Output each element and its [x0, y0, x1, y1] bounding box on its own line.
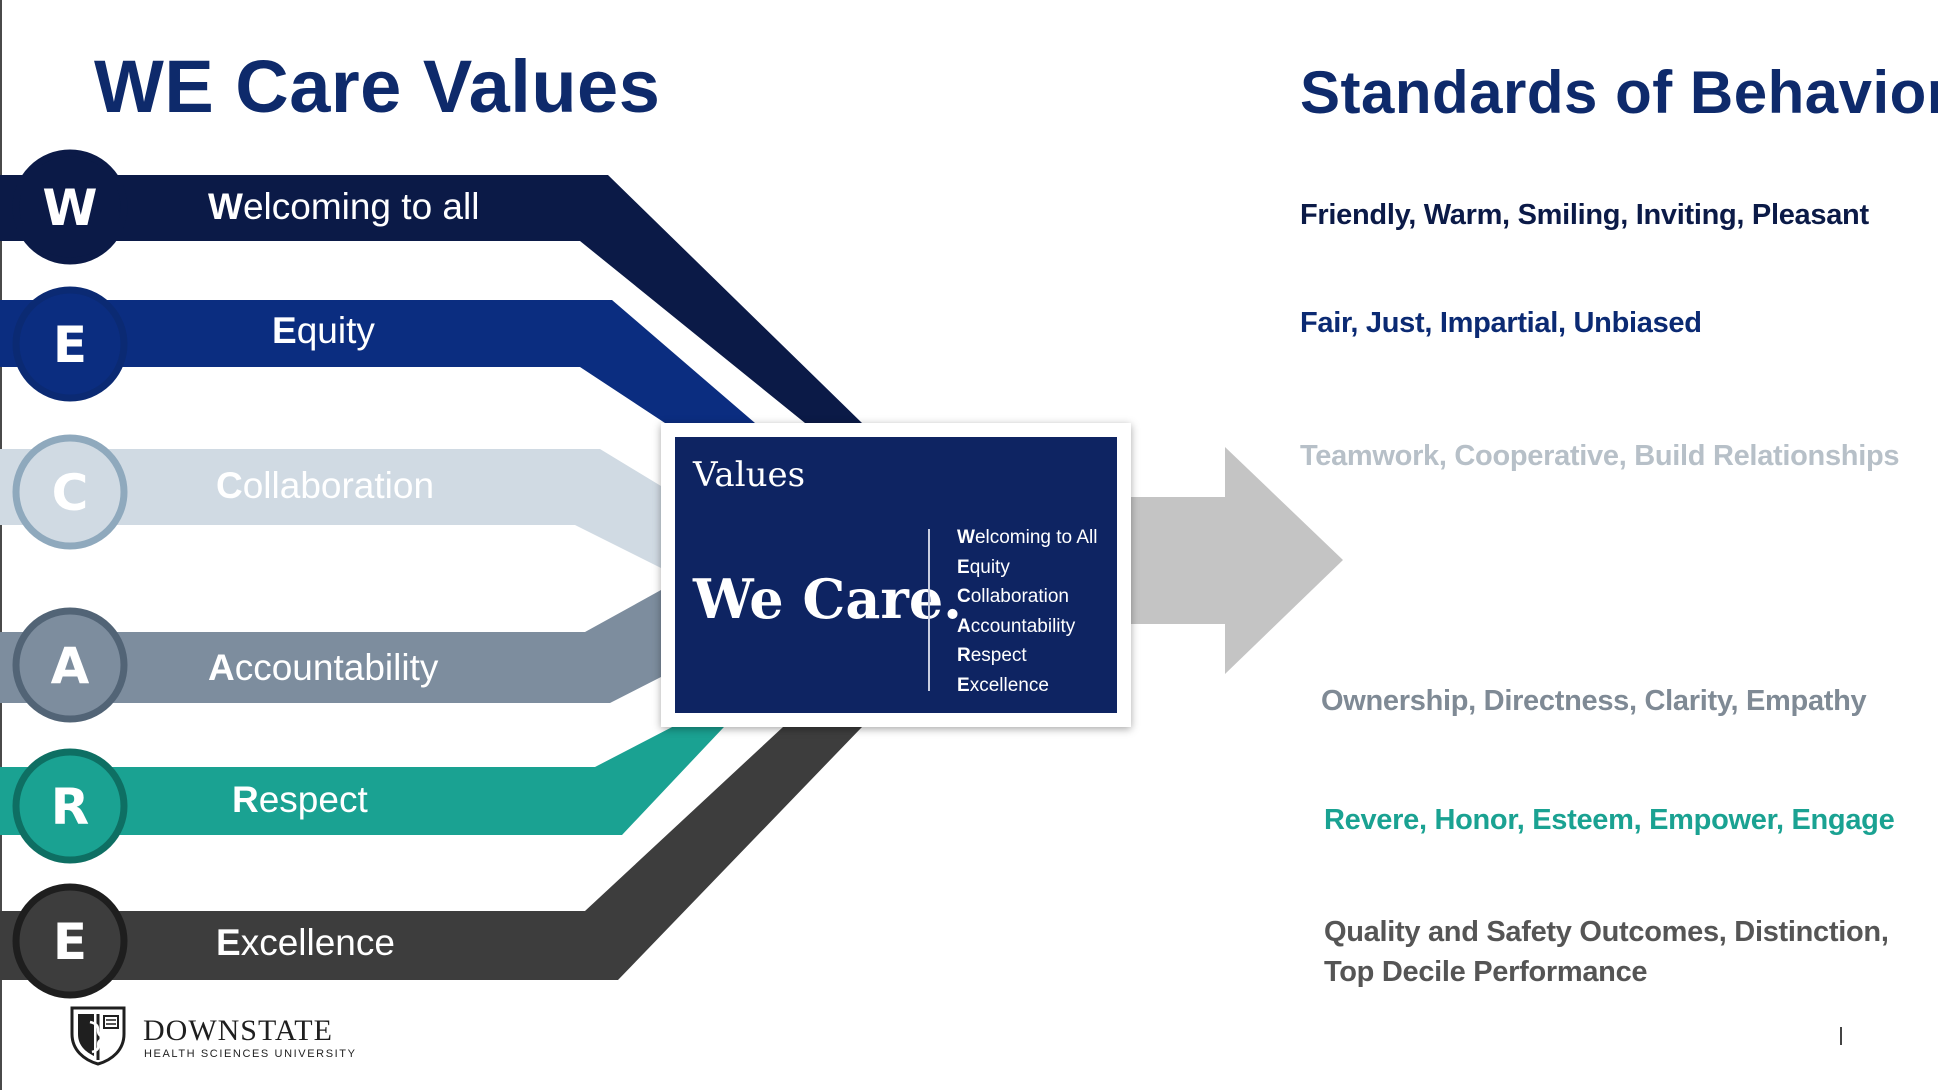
behavior-2: Fair, Just, Impartial, Unbiased — [1300, 303, 1702, 343]
card-title: Values — [693, 455, 806, 495]
card-item-2: Equity — [957, 556, 1010, 578]
value-badge-5: R — [12, 748, 128, 864]
value-label-5: Respect — [232, 779, 368, 820]
behavior-1-line-1: Friendly, Warm, Smiling, Inviting, Pleas… — [1300, 199, 1869, 231]
behavior-5: Revere, Honor, Esteem, Empower, Engage — [1324, 800, 1895, 840]
behavior-1: Friendly, Warm, Smiling, Inviting, Pleas… — [1300, 195, 1869, 235]
value-badge-letter-2: E — [53, 316, 87, 374]
value-badge-letter-3: C — [52, 464, 89, 522]
logo-subtitle: HEALTH SCIENCES UNIVERSITY — [144, 1048, 357, 1060]
value-label-6: Excellence — [216, 922, 395, 963]
value-ribbon-2 — [0, 300, 755, 423]
card-item-6: Excellence — [957, 674, 1049, 696]
behavior-6-line-2: Top Decile Performance — [1324, 956, 1648, 988]
behavior-3-line-1: Teamwork, Cooperative, Build Relationshi… — [1300, 440, 1900, 472]
value-badge-3: C — [12, 434, 128, 550]
behavior-3: Teamwork, Cooperative, Build Relationshi… — [1300, 436, 1900, 476]
value-ribbon-3 — [0, 449, 661, 568]
value-label-3: Collaboration — [216, 465, 434, 506]
slide-marker — [1840, 1027, 1842, 1045]
value-badge-2: E — [12, 286, 128, 402]
behavior-4-line-1: Ownership, Directness, Clarity, Empathy — [1321, 685, 1867, 717]
output-arrow — [1130, 447, 1343, 674]
value-ribbon-6 — [0, 727, 862, 980]
value-ribbon-1 — [0, 175, 862, 423]
behavior-5-line-1: Revere, Honor, Esteem, Empower, Engage — [1324, 804, 1895, 836]
standards-title: Standards of Behavior — [1300, 59, 1938, 126]
value-badge-6: E — [12, 883, 128, 999]
card-item-3: Collaboration — [957, 586, 1069, 608]
slide-title: WE Care Values — [94, 45, 661, 128]
value-label-4: Accountability — [208, 647, 439, 688]
value-badge-letter-4: A — [51, 637, 90, 695]
card-item-1: Welcoming to All — [957, 527, 1098, 548]
card-tagline: We Care. — [693, 567, 962, 631]
behavior-6-line-1: Quality and Safety Outcomes, Distinction… — [1324, 916, 1889, 948]
card-item-5: Respect — [957, 645, 1027, 667]
behavior-2-line-1: Fair, Just, Impartial, Unbiased — [1300, 307, 1702, 339]
left-border-rule — [0, 0, 2, 1090]
value-label-1: Welcoming to all — [208, 186, 479, 227]
downstate-logo: DOWNSTATE HEALTH SCIENCES UNIVERSITY — [68, 1004, 368, 1074]
card-divider — [928, 529, 930, 691]
value-ribbon-5 — [0, 710, 740, 835]
behavior-4: Ownership, Directness, Clarity, Empathy — [1321, 681, 1867, 721]
value-badge-1: W — [12, 149, 128, 265]
value-badge-letter-1: W — [42, 179, 97, 237]
logo-wordmark: DOWNSTATE — [143, 1014, 333, 1047]
behavior-6: Quality and Safety Outcomes, Distinction… — [1324, 912, 1889, 992]
value-ribbon-4 — [0, 590, 661, 703]
value-badge-4: A — [12, 607, 128, 723]
card-item-4: Accountability — [957, 615, 1076, 637]
shield-caduceus-icon — [70, 1006, 126, 1066]
value-badge-letter-6: E — [53, 913, 87, 971]
value-label-2: Equity — [272, 310, 375, 351]
value-badge-letter-5: R — [51, 778, 90, 836]
